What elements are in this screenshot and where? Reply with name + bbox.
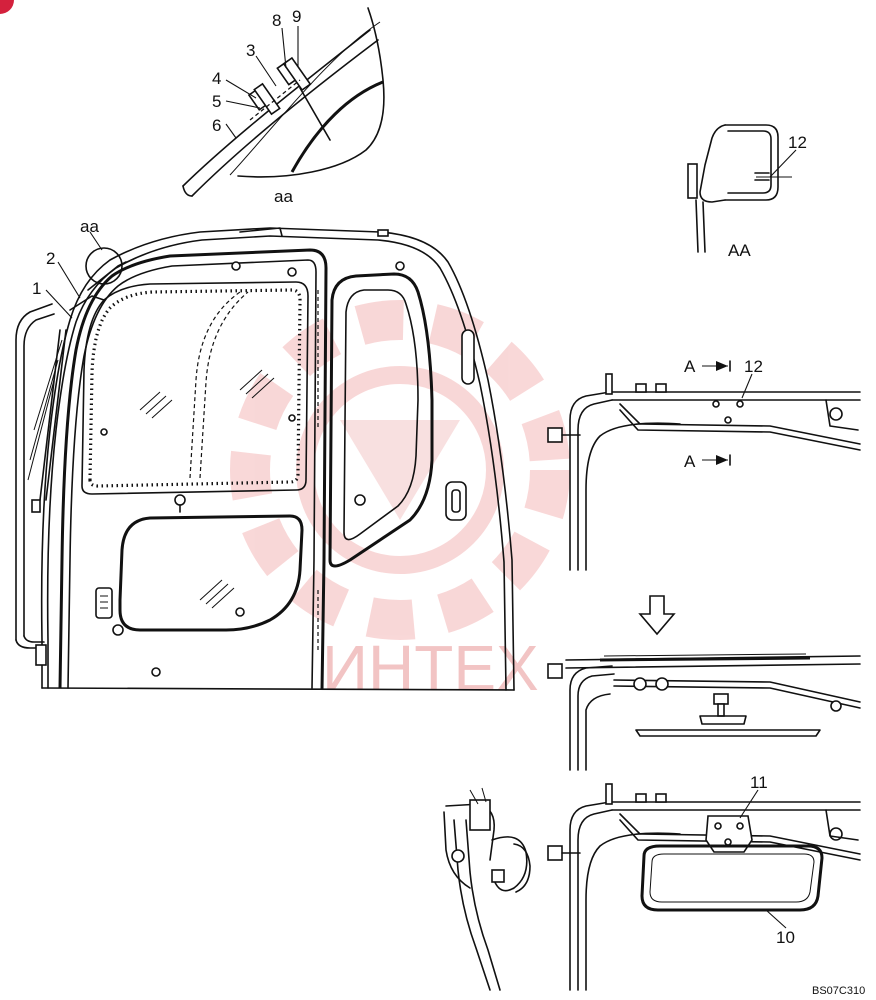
section-mark-A-lower: A (684, 452, 696, 471)
watermark-text: ИНТЕХ (322, 632, 539, 704)
mirror-bracket-view-1 (547, 360, 861, 571)
callout-3: 3 (246, 41, 255, 60)
section-mark-A-upper: A (684, 357, 696, 376)
drawing-code: BS07C310 (812, 985, 865, 997)
callout-10: 10 (776, 928, 795, 947)
callout-4: 4 (212, 69, 221, 88)
callout-2: 2 (46, 249, 55, 268)
mirror-bracket-view-3 (547, 783, 861, 991)
callout-9: 9 (292, 7, 301, 26)
callout-1: 1 (32, 279, 41, 298)
callout-12-bracket: 12 (744, 357, 763, 376)
detail-label-aa-circle: aa (80, 217, 99, 236)
detail-aa-view (182, 7, 385, 197)
detail-label-AA-view: AA (728, 241, 751, 260)
callout-5: 5 (212, 92, 221, 111)
mirror-side-view (443, 787, 531, 991)
corner-mark-icon (0, 0, 14, 14)
callout-8: 8 (272, 11, 281, 30)
sequence-arrow-icon (638, 595, 676, 636)
callout-12-AA: 12 (788, 133, 807, 152)
detail-AA-view (687, 124, 797, 253)
callout-6: 6 (212, 116, 221, 135)
callout-11: 11 (750, 773, 768, 792)
mirror-bracket-view-2 (547, 653, 861, 771)
detail-label-aa-view: aa (274, 187, 293, 206)
cab-door-assembly (15, 227, 515, 691)
